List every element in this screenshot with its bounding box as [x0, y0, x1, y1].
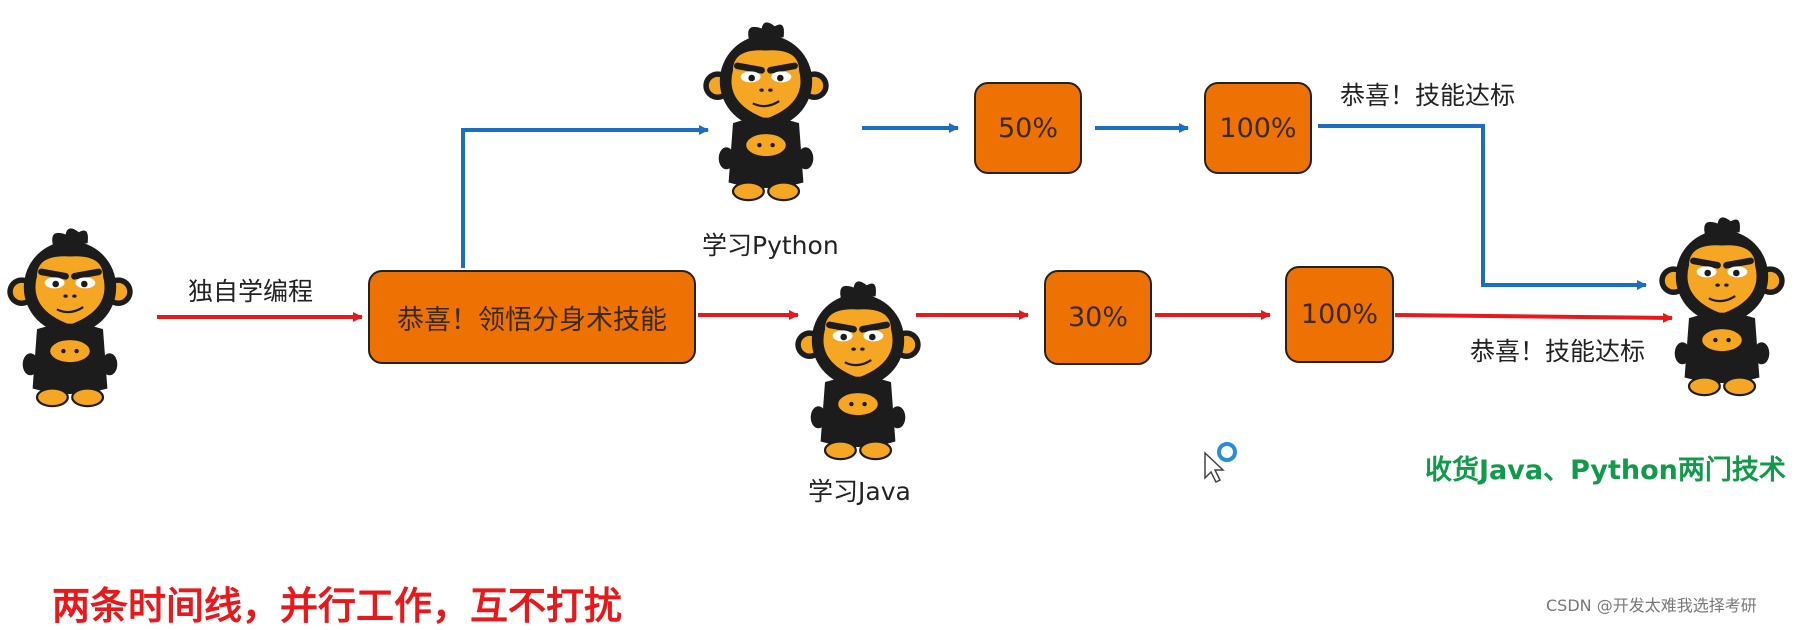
arrow-100-to-final	[1394, 312, 1673, 323]
arrow-python100-to-final	[1318, 124, 1647, 290]
congrats-bottom-label: 恭喜！技能达标	[1470, 337, 1646, 366]
watermark: CSDN @开发太难我选择考研	[1546, 596, 1757, 615]
arrow-split-to-python	[461, 125, 709, 268]
split-skill-box: 恭喜！领悟分身术技能	[368, 270, 696, 364]
learn-python-label: 学习Python	[702, 231, 839, 260]
python-50-box: 50%	[974, 82, 1082, 174]
self-study-label: 独自学编程	[188, 277, 314, 306]
result-label: 收货Java、Python两门技术	[1425, 455, 1786, 486]
monkey-icon-final	[1656, 212, 1788, 400]
java-100-box: 100%	[1285, 266, 1394, 363]
monkey-icon-start	[4, 222, 136, 412]
learn-java-label: 学习Java	[808, 477, 911, 506]
congrats-top-label: 恭喜！技能达标	[1340, 81, 1516, 110]
caption-label: 两条时间线，并行工作，互不打扰	[52, 584, 623, 628]
monkey-icon-java	[792, 274, 924, 466]
cursor-icon	[1204, 442, 1237, 484]
java-30-box: 30%	[1044, 270, 1152, 365]
python-100-box: 100%	[1204, 82, 1312, 174]
monkey-icon-python	[700, 8, 832, 214]
